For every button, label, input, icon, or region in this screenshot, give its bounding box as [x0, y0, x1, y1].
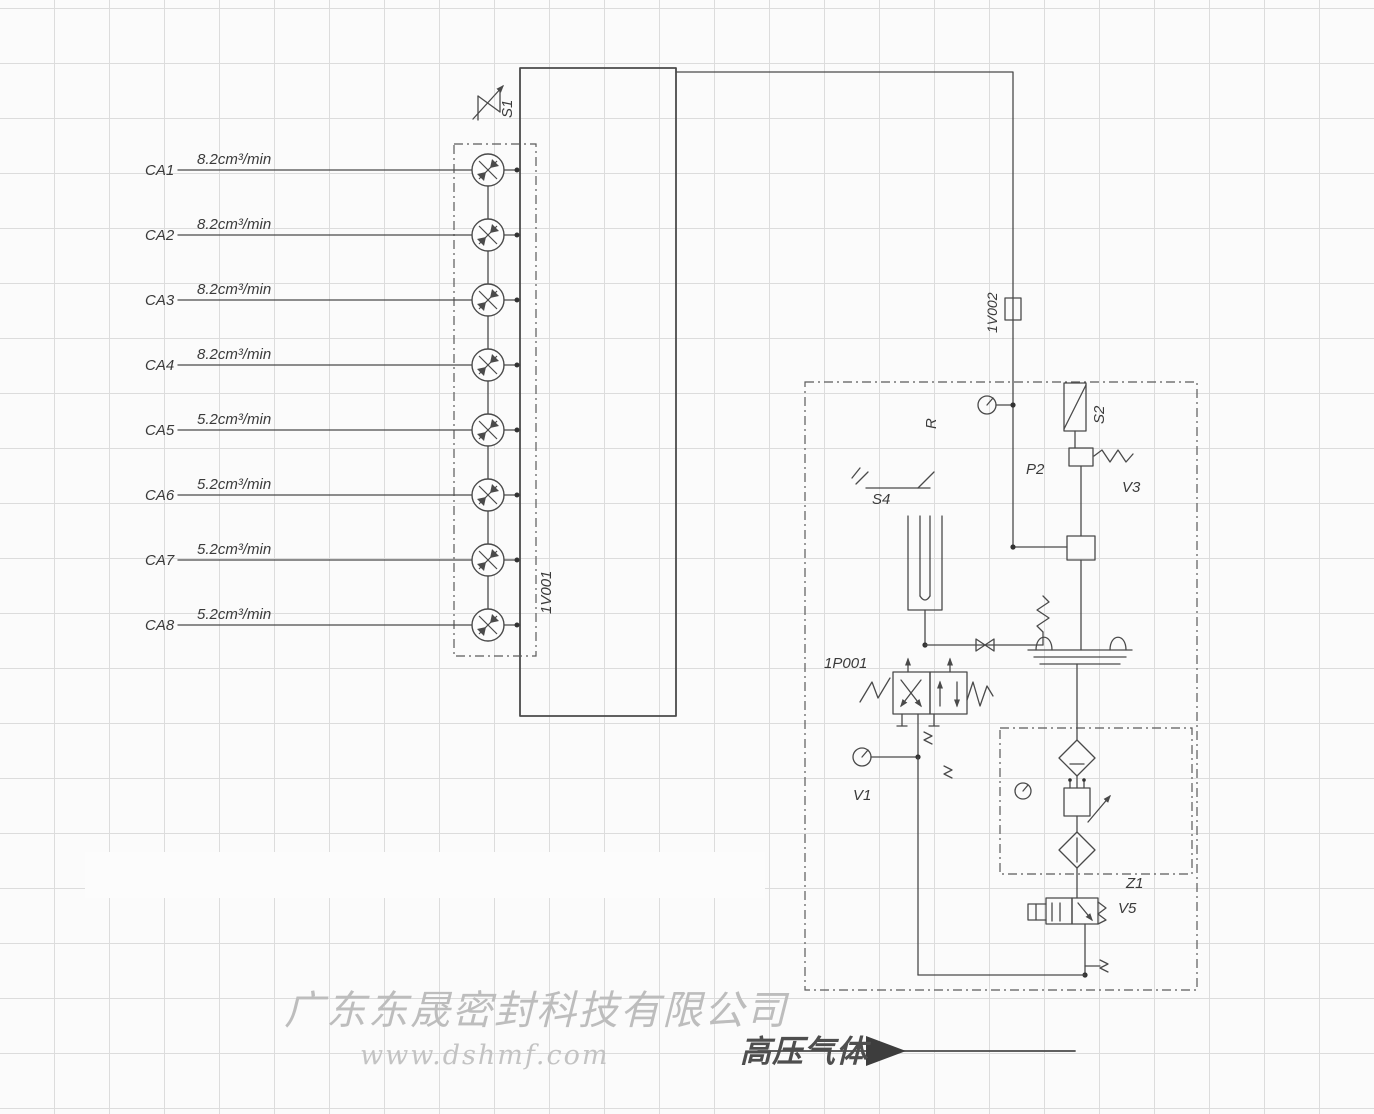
channel-flow-label: 8.2cm³/min — [197, 281, 271, 298]
channel-row: CA5 5.2cm³/min — [145, 411, 521, 447]
channel-row: CA8 5.2cm³/min — [145, 606, 521, 642]
switch-s4: S4 — [851, 467, 935, 508]
label-s1: S1 — [499, 100, 516, 118]
gas-inlet: 高压气体 — [740, 1034, 1076, 1070]
channel-flow-label: 8.2cm³/min — [197, 151, 271, 168]
channel-label: CA7 — [145, 552, 175, 569]
control-group-box — [804, 381, 1198, 991]
channel-label: CA2 — [145, 227, 175, 244]
valve-1p001: 1P001 — [824, 655, 994, 758]
channel-flow-label: 8.2cm³/min — [197, 346, 271, 363]
flow-meter-bank-1v001: 1V001 — [453, 143, 555, 657]
pressure-gauge-v1: V1 — [852, 731, 953, 976]
label-z1: Z1 — [1125, 875, 1144, 892]
filter-icon — [1058, 739, 1096, 777]
channel-label: CA4 — [145, 357, 174, 374]
cylinder-p2: P2 V3 — [1026, 447, 1141, 665]
label-v5: V5 — [1118, 900, 1137, 917]
channel-row: CA2 8.2cm³/min — [145, 216, 521, 252]
label-1p001: 1P001 — [824, 655, 867, 672]
channel-row: CA4 8.2cm³/min — [145, 346, 521, 382]
channel-flow-label: 8.2cm³/min — [197, 216, 271, 233]
line-1v002: 1V002 — [675, 71, 1068, 550]
regulator-icon — [1063, 787, 1091, 817]
channel-row: CA3 8.2cm³/min — [145, 281, 521, 317]
channel-row: CA6 5.2cm³/min — [145, 476, 521, 512]
label-v1: V1 — [853, 787, 871, 804]
label-r: R — [923, 418, 940, 429]
channel-label: CA6 — [145, 487, 175, 504]
sensor-s1: S1 — [472, 84, 516, 121]
label-1v002: 1V002 — [984, 292, 1000, 333]
manifold-block — [519, 67, 677, 717]
muffler-icon — [1099, 959, 1109, 973]
channel-label: CA8 — [145, 617, 175, 634]
check-valve-line — [924, 595, 1050, 652]
label-v3: V3 — [1122, 479, 1141, 496]
watermark: 广东东晟密封科技有限公司 www.dshmf.com — [284, 988, 790, 1071]
muffler-icon — [923, 731, 933, 745]
flow-arrow-icon — [866, 1036, 906, 1066]
sensor-s2: S2 — [1063, 382, 1108, 449]
label-1v001: 1V001 — [538, 571, 555, 614]
muffler-icon — [943, 765, 953, 779]
gas-label: 高压气体 — [740, 1034, 872, 1070]
gauge-icon — [1014, 782, 1032, 800]
u-tube — [907, 515, 943, 648]
valve-v5: V5 — [1027, 897, 1137, 978]
air-prep-unit-z1: Z1 — [999, 663, 1193, 899]
channel-label: CA3 — [145, 292, 175, 309]
channel-flow-label: 5.2cm³/min — [197, 606, 271, 623]
channel-flow-label: 5.2cm³/min — [197, 411, 271, 428]
channel-label: CA1 — [145, 162, 174, 179]
channel-row: CA7 5.2cm³/min — [145, 541, 521, 577]
watermark-company: 广东东晟密封科技有限公司 — [284, 988, 790, 1034]
channel-label: CA5 — [145, 422, 175, 439]
pressure-gauge-r: R — [923, 395, 1016, 429]
label-s4: S4 — [872, 491, 890, 508]
channel-flow-label: 5.2cm³/min — [197, 476, 271, 493]
watermark-website: www.dshmf.com — [360, 1040, 609, 1071]
channel-row: CA1 8.2cm³/min — [145, 151, 521, 187]
channel-flow-label: 5.2cm³/min — [197, 541, 271, 558]
erased-grid-band — [85, 852, 765, 898]
label-s2: S2 — [1091, 405, 1108, 424]
label-p2: P2 — [1026, 461, 1045, 478]
